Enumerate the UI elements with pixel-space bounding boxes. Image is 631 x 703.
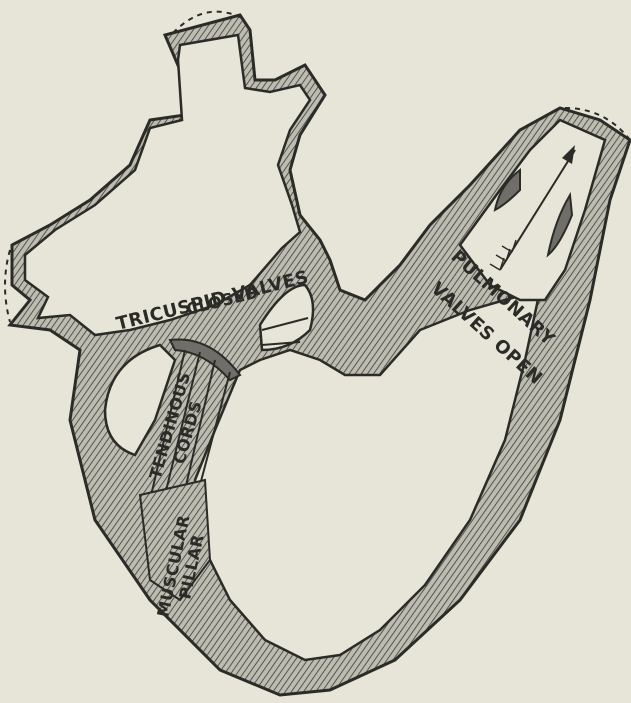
vessel-opening-left (5, 250, 10, 322)
